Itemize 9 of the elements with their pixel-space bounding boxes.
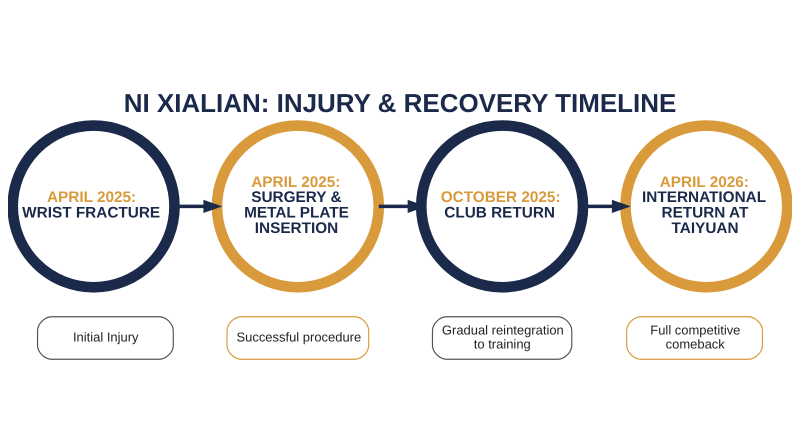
node-circle: APRIL 2025: WRIST FRACTURE [8,120,180,293]
diagram-title: NI XIALIAN: INJURY & RECOVERY TIMELINE [124,88,676,118]
node-circle: APRIL 2025: SURGERY & METAL PLATE INSERTION [212,120,384,293]
node-box: Gradual reintegration to training [432,316,572,360]
node-circle: OCTOBER 2025: CLUB RETURN [416,120,588,293]
node-circle: APRIL 2026: INTERNATIONAL RETURN AT TAIYUAN [620,120,792,293]
node-box: Full competitive comeback [626,316,764,360]
node-box: Successful procedure [226,316,370,360]
node-box: Initial Injury [36,316,174,360]
